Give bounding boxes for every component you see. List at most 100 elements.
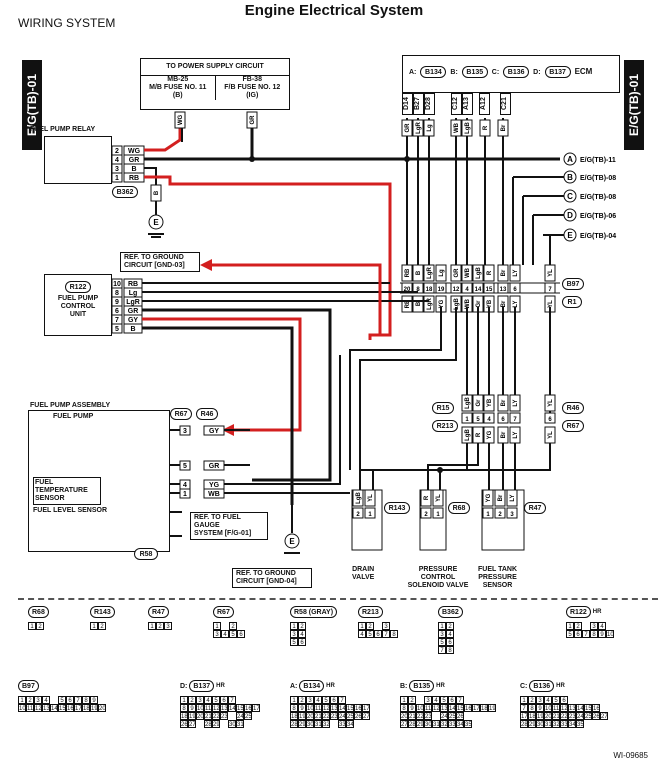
legend-pin-cell: 22 xyxy=(416,712,424,720)
legend-pin-cell: 3 xyxy=(382,622,390,630)
component-pin-number: 2 xyxy=(356,512,360,518)
component-pin xyxy=(506,507,518,519)
junction-pin-number: 18 xyxy=(426,287,433,293)
wire-drain-lgb xyxy=(359,443,468,490)
legend-pin-cell: 13 xyxy=(568,704,576,712)
legend-pin-cell: 10 xyxy=(606,630,614,638)
legend-pin-cell: 33 xyxy=(560,720,568,728)
wire-label-wg: WG xyxy=(178,115,184,126)
junction-pin-number: 7 xyxy=(548,287,552,293)
legend-pin-cell: 1 xyxy=(290,696,298,704)
legend-pin-cell: 9 xyxy=(298,704,306,712)
legend-pin-cell: 20 xyxy=(306,712,314,720)
legend-pin-cell: 1 xyxy=(148,622,156,630)
legend-pin-cell: 33 xyxy=(448,720,456,728)
wire-color-box xyxy=(423,119,435,137)
legend-pin-cell: 1 xyxy=(400,696,408,704)
legend-pin-cell: 19 xyxy=(536,712,544,720)
legend-pin-cell: 18 xyxy=(480,704,488,712)
legend-pin-cell xyxy=(416,696,424,704)
wire-color-box xyxy=(352,489,364,507)
legend-pin-cell: 28 xyxy=(408,720,416,728)
r47-tag: R47 xyxy=(524,502,546,514)
junction-pin-number: 20 xyxy=(404,287,411,293)
legend-pin-cell: 2 xyxy=(36,622,44,630)
wire-color-box xyxy=(401,264,413,282)
legend-pin-cell: 5 xyxy=(58,696,66,704)
legend-pin-cell: 25 xyxy=(584,712,592,720)
junction-bottom-wire: LY xyxy=(513,300,519,307)
r67-wire: YL xyxy=(548,431,554,439)
legend-pin-cell: 22 xyxy=(322,712,330,720)
legend-pin-cell: 18 xyxy=(82,704,90,712)
legend-pin-cell: 32 xyxy=(440,720,448,728)
legend-pin-cell: 6 xyxy=(446,638,454,646)
legend-pin-cell: 8 xyxy=(590,630,598,638)
junction-bottom-wire: YB xyxy=(487,299,493,308)
ecm-wire-label: R xyxy=(483,125,489,130)
legend-pin-cell: 12 xyxy=(322,704,330,712)
legend-pin-cell xyxy=(374,622,382,630)
wire-wb xyxy=(359,307,457,480)
legend-pin-cell: 6 xyxy=(330,696,338,704)
legend-pin-cell: 23 xyxy=(330,712,338,720)
relay-pin-number: 2 xyxy=(115,148,119,155)
legend-pin-cell: 1 xyxy=(213,622,221,630)
component-wire: YL xyxy=(368,494,374,502)
legend-pin-cell: 35 xyxy=(576,720,584,728)
component-pin-number: 1 xyxy=(368,512,372,518)
legend-pin-cell: 6 xyxy=(237,630,245,638)
legend-pin-cell: 29 xyxy=(528,720,536,728)
r1-tag: R1 xyxy=(562,296,582,308)
pump-pin-number-r: 5 xyxy=(183,463,187,470)
legend-pin-cell: 3 xyxy=(424,696,432,704)
wire-color-box xyxy=(461,394,473,412)
pump-assembly-title: FUEL PUMP ASSEMBLY xyxy=(30,402,111,409)
pump-wire-color-r: WB xyxy=(208,491,220,498)
junction-top-wire: LY xyxy=(513,269,519,276)
wire-color-box xyxy=(483,394,495,412)
relay-wire-color: WG xyxy=(128,148,141,155)
legend-pin-cell: 21 xyxy=(408,712,416,720)
legend-pin-cell: 4 xyxy=(298,630,306,638)
wire-color-box xyxy=(479,119,491,137)
legend-pin-cell: 13 xyxy=(220,704,228,712)
component-pin xyxy=(420,507,432,519)
legend-pin-cell: 2 xyxy=(229,622,237,630)
legend-pin-cell: 9 xyxy=(536,704,544,712)
legend-pin-cell: 24 xyxy=(338,712,346,720)
legend-pin-cell: 26 xyxy=(456,712,464,720)
wire-color-box xyxy=(506,489,518,507)
junction-top-wire: WB xyxy=(465,267,471,278)
component-pin-number: 2 xyxy=(498,512,502,518)
legend-pin-cell: 2 xyxy=(26,696,34,704)
r15-wire: YB xyxy=(487,398,493,407)
legend-pin-cell: 27 xyxy=(400,720,408,728)
legend-pin-cell: 16 xyxy=(592,704,600,712)
wire-color-box xyxy=(509,394,521,412)
ref-circle-A xyxy=(563,152,577,166)
wire-color-box xyxy=(412,119,424,137)
relay-connector-tag: B362 xyxy=(112,186,138,198)
junction-pin-number: 15 xyxy=(486,287,493,293)
legend-pin-cell: 27 xyxy=(600,712,608,720)
legend-pin-cell: 14 xyxy=(576,704,584,712)
junction-pin-number: 4 xyxy=(465,287,469,293)
legend-pin-cell: 31 xyxy=(432,720,440,728)
ref-text: E/G(TB)-06 xyxy=(580,213,616,220)
r15-pin xyxy=(497,412,509,424)
ecm-pin: A13 xyxy=(462,93,473,115)
wire-color-box xyxy=(401,119,413,137)
ref-code: A xyxy=(567,155,573,164)
ref-text: E/G(TB)-04 xyxy=(580,233,616,240)
r213-wire: LY xyxy=(513,431,519,438)
cu-wire-b xyxy=(142,326,294,505)
component-wire: LY xyxy=(510,494,516,501)
legend-pin-cell: 6 xyxy=(448,696,456,704)
relay-pin-number: 3 xyxy=(115,166,119,173)
